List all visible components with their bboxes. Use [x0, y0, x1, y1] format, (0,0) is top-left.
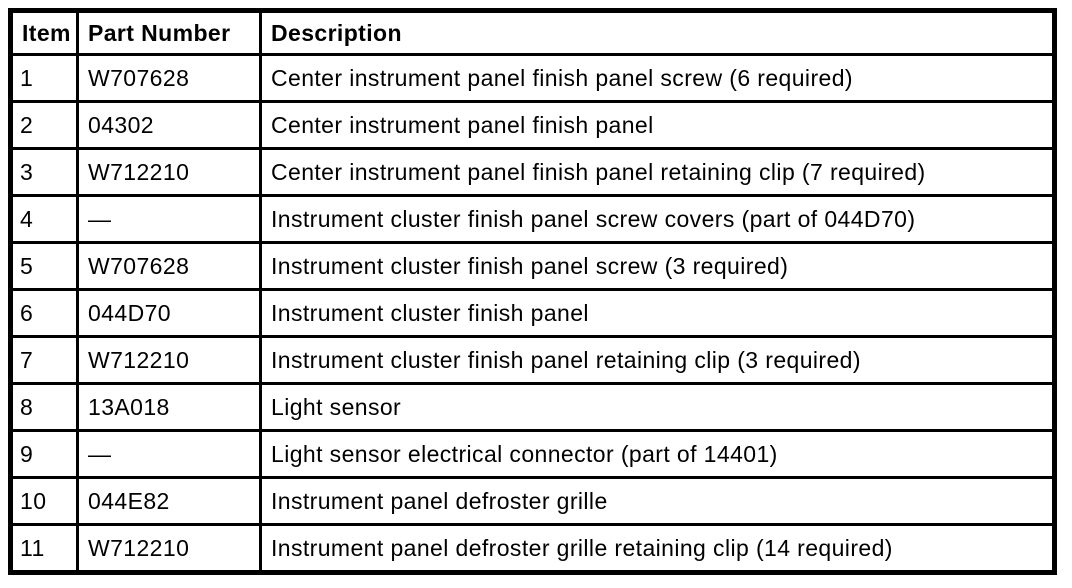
cell-description: Instrument panel defroster grille: [259, 476, 1056, 526]
cell-item: 2: [9, 100, 79, 150]
cell-description: Center instrument panel finish panel ret…: [259, 147, 1056, 197]
cell-item: 3: [9, 147, 79, 197]
cell-item: 11: [9, 523, 79, 574]
cell-part-number: W712210: [76, 335, 262, 385]
cell-part-number: —: [76, 429, 262, 479]
column-header-part-number: Part Number: [76, 9, 262, 56]
column-header-item: Item: [9, 9, 79, 56]
cell-description: Center instrument panel finish panel: [259, 100, 1056, 150]
cell-item: 8: [9, 382, 79, 432]
column-header-description: Description: [259, 9, 1056, 56]
cell-part-number: 044E82: [76, 476, 262, 526]
cell-item: 1: [9, 53, 79, 103]
header-row: Item Part Number Description: [9, 9, 1056, 56]
cell-description: Light sensor: [259, 382, 1056, 432]
cell-item: 6: [9, 288, 79, 338]
cell-part-number: W707628: [76, 241, 262, 291]
table-row: 4—Instrument cluster finish panel screw …: [9, 194, 1056, 244]
cell-description: Instrument cluster finish panel screw (3…: [259, 241, 1056, 291]
cell-item: 4: [9, 194, 79, 244]
cell-part-number: 044D70: [76, 288, 262, 338]
cell-part-number: 13A018: [76, 382, 262, 432]
cell-item: 7: [9, 335, 79, 385]
cell-description: Light sensor electrical connector (part …: [259, 429, 1056, 479]
cell-description: Center instrument panel finish panel scr…: [259, 53, 1056, 103]
cell-part-number: —: [76, 194, 262, 244]
cell-item: 10: [9, 476, 79, 526]
table-row: 9—Light sensor electrical connector (par…: [9, 429, 1056, 479]
cell-description: Instrument cluster finish panel: [259, 288, 1056, 338]
cell-description: Instrument cluster finish panel screw co…: [259, 194, 1056, 244]
cell-part-number: W712210: [76, 147, 262, 197]
cell-item: 9: [9, 429, 79, 479]
cell-part-number: W712210: [76, 523, 262, 574]
cell-item: 5: [9, 241, 79, 291]
cell-part-number: W707628: [76, 53, 262, 103]
cell-description: Instrument panel defroster grille retain…: [259, 523, 1056, 574]
table-header: Item Part Number Description: [9, 9, 1056, 56]
cell-part-number: 04302: [76, 100, 262, 150]
cell-description: Instrument cluster finish panel retainin…: [259, 335, 1056, 385]
